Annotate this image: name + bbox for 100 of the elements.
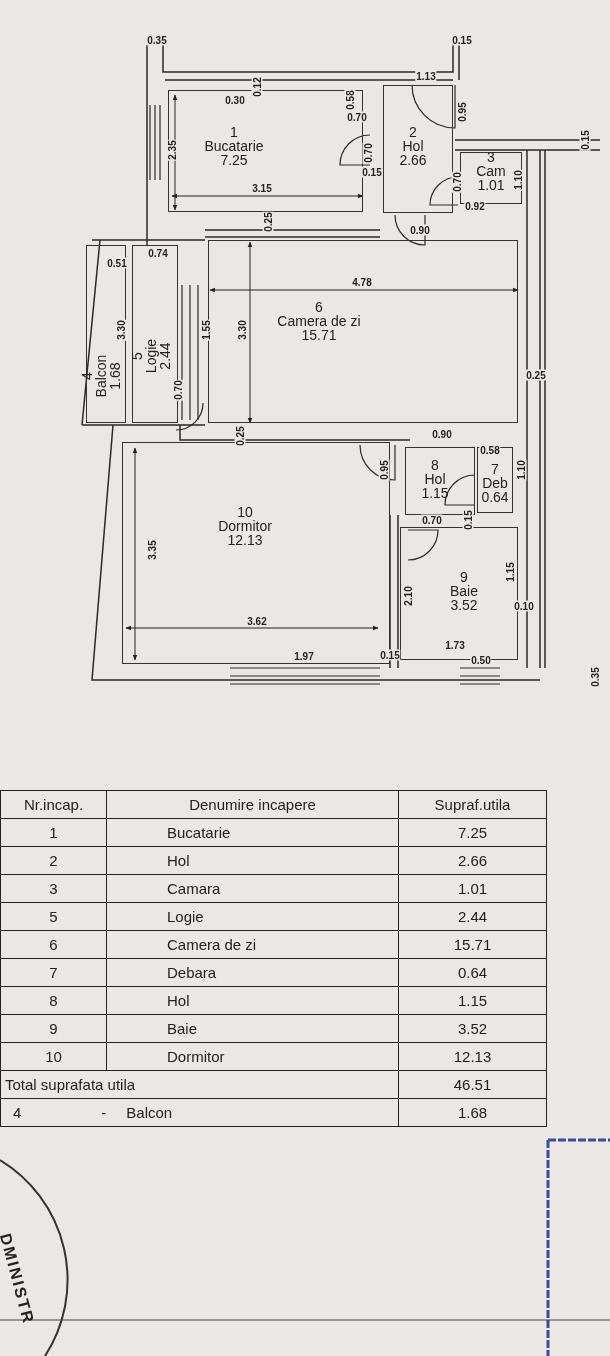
room-area: 0.64 [481,490,509,504]
table-cell: Debara [106,958,399,987]
table-cell: 15.71 [398,930,547,959]
room-area: 1.68 [108,354,122,398]
room-name: Hol [423,472,447,486]
room-name: Baie [450,584,478,598]
table-cell: Dormitor [106,1042,399,1071]
table-cell: 2 [0,846,107,875]
room-name: Camera de zi [277,314,361,328]
room-area: 3.52 [450,598,478,612]
dimension-label: 0.58 [344,89,356,111]
room-area: 7.25 [204,153,264,167]
room-number: 4 [80,371,94,382]
table-cell-text: 4 [13,1104,22,1121]
dimension-label: 0.58 [479,444,501,456]
table-cell: 9 [0,1014,107,1043]
dimension-label: 3.30 [115,319,127,341]
room-name: Logie [144,338,158,374]
table-cell: Camara [106,874,399,903]
dimension-label: 0.15 [579,129,591,151]
dimension-label: 0.70 [421,514,443,526]
dimension-label: 0.12 [251,76,263,98]
room-name: Bucatarie [204,139,264,153]
room-area: 2.44 [158,338,172,374]
table-cell-text: - [101,1104,107,1121]
table-cell: 1.01 [398,874,547,903]
dimension-label: 0.15 [361,166,383,178]
dimension-label: 1.73 [444,639,466,651]
dimension-label: 0.95 [378,459,390,481]
table-cell: 12.13 [398,1042,547,1071]
room-number: 1 [229,125,239,139]
table-cell: 1 [0,818,107,847]
dimension-label: 0.10 [513,600,535,612]
room-number: 3 [486,150,496,164]
table-cell: 7 [0,958,107,987]
table-cell-text: Balcon [126,1104,173,1121]
column-header: Supraf.utila [398,790,547,819]
table-cell: 2.44 [398,902,547,931]
room-area: 1.15 [421,486,449,500]
table-cell: Hol [106,986,399,1015]
table-cell: Logie [106,902,399,931]
dimension-label: 3.30 [236,319,248,341]
room [208,240,518,423]
dimension-label: 0.15 [462,509,474,531]
table-cell: 3 [0,874,107,903]
table-cell: 10 [0,1042,107,1071]
dimension-label: 0.92 [464,200,486,212]
table-cell: 7.25 [398,818,547,847]
room-number: 10 [236,505,254,519]
dimension-label: 1.97 [293,650,315,662]
dimension-label: 0.25 [262,211,274,233]
table-cell: 1.68 [398,1098,547,1127]
dimension-label: 4.78 [351,276,373,288]
table-cell: 3.52 [398,1014,547,1043]
dimension-label: 0.90 [409,224,431,236]
column-header: Nr.incap. [0,790,107,819]
table-cell: 6 [0,930,107,959]
table-cell: Bucatarie [106,818,399,847]
table-cell: 2.66 [398,846,547,875]
dimension-label: 0.30 [224,94,246,106]
dimension-label: 0.70 [451,171,463,193]
dimension-label: 3.62 [246,615,268,627]
column-header: Denumire incapere [106,790,399,819]
dimension-label: 0.35 [146,34,168,46]
dimension-label: 0.74 [147,247,169,259]
dimension-label: 0.15 [379,649,401,661]
dimension-label: 1.15 [504,561,516,583]
room-number: 7 [490,462,500,476]
room-number: 6 [314,300,324,314]
table-cell: 1.15 [398,986,547,1015]
dimension-label: 0.25 [234,425,246,447]
room-name: Balcon [94,354,108,398]
table-cell: 5 [0,902,107,931]
room-area: 1.01 [476,178,506,192]
table-cell: Hol [106,846,399,875]
room-name: Deb [481,476,509,490]
dimension-label: 2.10 [402,585,414,607]
room-number: 2 [408,125,418,139]
dimension-label: 0.90 [431,428,453,440]
room-name: Cam [476,164,506,178]
dimension-label: 0.95 [456,101,468,123]
room-number: 8 [430,458,440,472]
dimension-label: 0.70 [362,142,374,164]
room-area: 2.66 [399,153,427,167]
table-cell: Camera de zi [106,930,399,959]
table-cell: 8 [0,986,107,1015]
dimension-label: 0.50 [470,654,492,666]
dimension-label: 3.15 [251,182,273,194]
room-area: 15.71 [277,328,361,342]
dimension-label: 1.55 [200,319,212,341]
room-name: Hol [401,139,425,153]
dimension-label: 1.10 [512,169,524,191]
dimension-label: 2.35 [166,139,178,161]
room-number: 5 [130,351,144,362]
dimension-label: 3.35 [146,539,158,561]
table-cell: 46.51 [398,1070,547,1099]
room-area: 12.13 [218,533,272,547]
dimension-label: 0.15 [451,34,473,46]
table-cell: Total suprafata utila [0,1070,399,1099]
room-name: Dormitor [218,519,272,533]
